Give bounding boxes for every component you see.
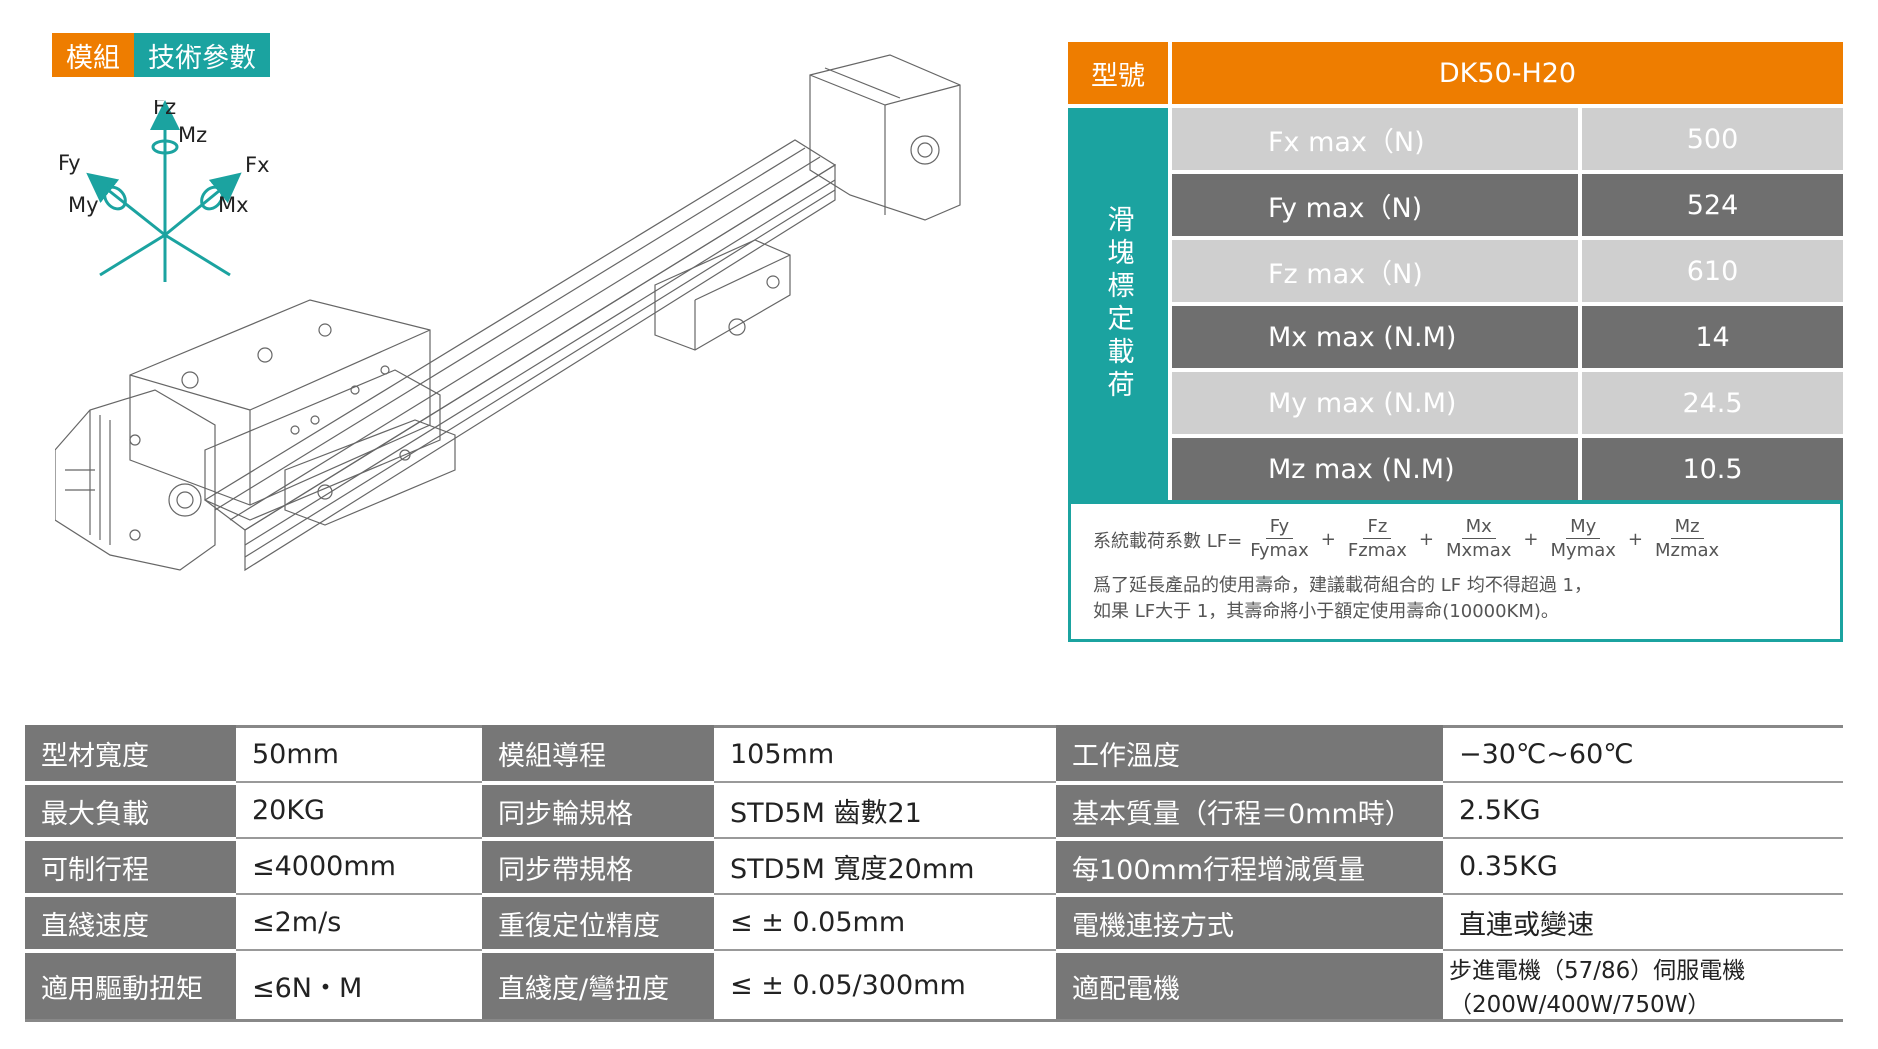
note-text: 爲了延長產品的使用壽命，建議載荷組合的 LF 均不得超過 1， 如果 LF大于 … xyxy=(1093,575,1592,622)
axis-label-fy: Fy xyxy=(58,151,81,175)
spec-row: 可制行程 ≤4000mm 同步帶規格 STD5M 寬度20mm 每100mm行程… xyxy=(25,837,1843,893)
spec-value: ≤ ± 0.05mm xyxy=(714,893,1056,949)
load-row-mx: Mx max (N.M) 14 xyxy=(1172,306,1843,368)
load-row-fx: Fx max（N) 500 xyxy=(1172,108,1843,170)
spec-value: STD5M 齒數21 xyxy=(714,781,1056,837)
load-row-fy: Fy max（N) 524 xyxy=(1172,174,1843,236)
spec-key: 適配電機 xyxy=(1056,949,1443,1022)
load-name: Mx max (N.M) xyxy=(1172,306,1578,368)
load-row-mz: Mz max (N.M) 10.5 xyxy=(1172,438,1843,500)
spec-row: 型材寬度 50mm 模組導程 105mm 工作溫度 −30℃~60℃ xyxy=(25,725,1843,781)
spec-value: 20KG xyxy=(236,781,482,837)
load-name: Mz max (N.M) xyxy=(1172,438,1578,500)
spec-key: 適用驅動扭矩 xyxy=(25,949,236,1022)
spec-key: 工作溫度 xyxy=(1056,725,1443,781)
spec-key: 可制行程 xyxy=(25,837,236,893)
load-row-fz: Fz max（N) 610 xyxy=(1172,240,1843,302)
load-axes-diagram: Fz Mz Fy Fx My Mx xyxy=(58,100,270,282)
spec-value: 50mm xyxy=(236,725,482,781)
section-tags: 模組 技術參數 xyxy=(52,33,270,77)
load-value: 14 xyxy=(1582,306,1843,368)
spec-key: 最大負載 xyxy=(25,781,236,837)
spec-row: 直綫速度 ≤2m/s 重復定位精度 ≤ ± 0.05mm 電機連接方式 直連或變… xyxy=(25,893,1843,949)
spec-value: 2.5KG xyxy=(1443,781,1843,837)
load-name: My max (N.M) xyxy=(1172,372,1578,434)
load-value: 610 xyxy=(1582,240,1843,302)
spec-table: 型材寬度 50mm 模組導程 105mm 工作溫度 −30℃~60℃ 最大負載 … xyxy=(25,725,1843,1022)
axis-label-mz: Mz xyxy=(178,123,207,147)
slider-rated-load-label: 滑塊標定載荷 xyxy=(1068,108,1168,500)
axis-label-mx: Mx xyxy=(218,193,249,217)
axis-label-fx: Fx xyxy=(245,153,270,177)
load-value: 10.5 xyxy=(1582,438,1843,500)
spec-row: 最大負載 20KG 同步輪規格 STD5M 齒數21 基本質量（行程＝0mm時）… xyxy=(25,781,1843,837)
axis-label-fz: Fz xyxy=(153,100,176,119)
load-name: Fy max（N) xyxy=(1172,174,1578,236)
spec-value: 步進電機（57/86）伺服電機（200W/400W/750W） xyxy=(1443,949,1843,1022)
spec-key: 同步輪規格 xyxy=(482,781,714,837)
spec-value: ≤2m/s xyxy=(236,893,482,949)
model-row: 型號 DK50-H20 xyxy=(1068,42,1843,104)
spec-key: 每100mm行程增減質量 xyxy=(1056,837,1443,893)
load-value: 24.5 xyxy=(1582,372,1843,434)
load-value: 524 xyxy=(1582,174,1843,236)
spec-key: 同步帶規格 xyxy=(482,837,714,893)
spec-key: 模組導程 xyxy=(482,725,714,781)
tag-technical-params: 技術參數 xyxy=(134,33,270,77)
spec-value: 0.35KG xyxy=(1443,837,1843,893)
spec-row: 適用驅動扭矩 ≤6N・M 直綫度/彎扭度 ≤ ± 0.05/300mm 適配電機… xyxy=(25,949,1843,1022)
load-row-my: My max (N.M) 24.5 xyxy=(1172,372,1843,434)
spec-value: ≤4000mm xyxy=(236,837,482,893)
spec-value: −30℃~60℃ xyxy=(1443,725,1843,781)
spec-key: 直綫度/彎扭度 xyxy=(482,949,714,1022)
spec-value: ≤ ± 0.05/300mm xyxy=(714,949,1056,1022)
model-value: DK50-H20 xyxy=(1172,42,1843,104)
tag-module: 模組 xyxy=(52,33,134,77)
load-name: Fx max（N) xyxy=(1172,108,1578,170)
spec-key: 重復定位精度 xyxy=(482,893,714,949)
formula-prefix: 系統載荷系數 LF= xyxy=(1093,530,1243,552)
spec-key: 基本質量（行程＝0mm時） xyxy=(1056,781,1443,837)
load-name: Fz max（N) xyxy=(1172,240,1578,302)
spec-value: STD5M 寬度20mm xyxy=(714,837,1056,893)
load-rows: 滑塊標定載荷 Fx max（N) 500 Fy max（N) 524 Fz ma… xyxy=(1068,108,1843,500)
spec-key: 型材寬度 xyxy=(25,725,236,781)
spec-value: 105mm xyxy=(714,725,1056,781)
spec-key: 電機連接方式 xyxy=(1056,893,1443,949)
spec-value: 直連或變速 xyxy=(1443,893,1843,949)
spec-key: 直綫速度 xyxy=(25,893,236,949)
spec-value: ≤6N・M xyxy=(236,949,482,1022)
linear-module-drawing xyxy=(55,54,961,572)
axis-label-my: My xyxy=(68,193,99,217)
model-label: 型號 xyxy=(1068,42,1168,104)
load-rating-table: 型號 DK50-H20 滑塊標定載荷 Fx max（N) 500 Fy max（… xyxy=(1068,42,1843,642)
load-value: 500 xyxy=(1582,108,1843,170)
